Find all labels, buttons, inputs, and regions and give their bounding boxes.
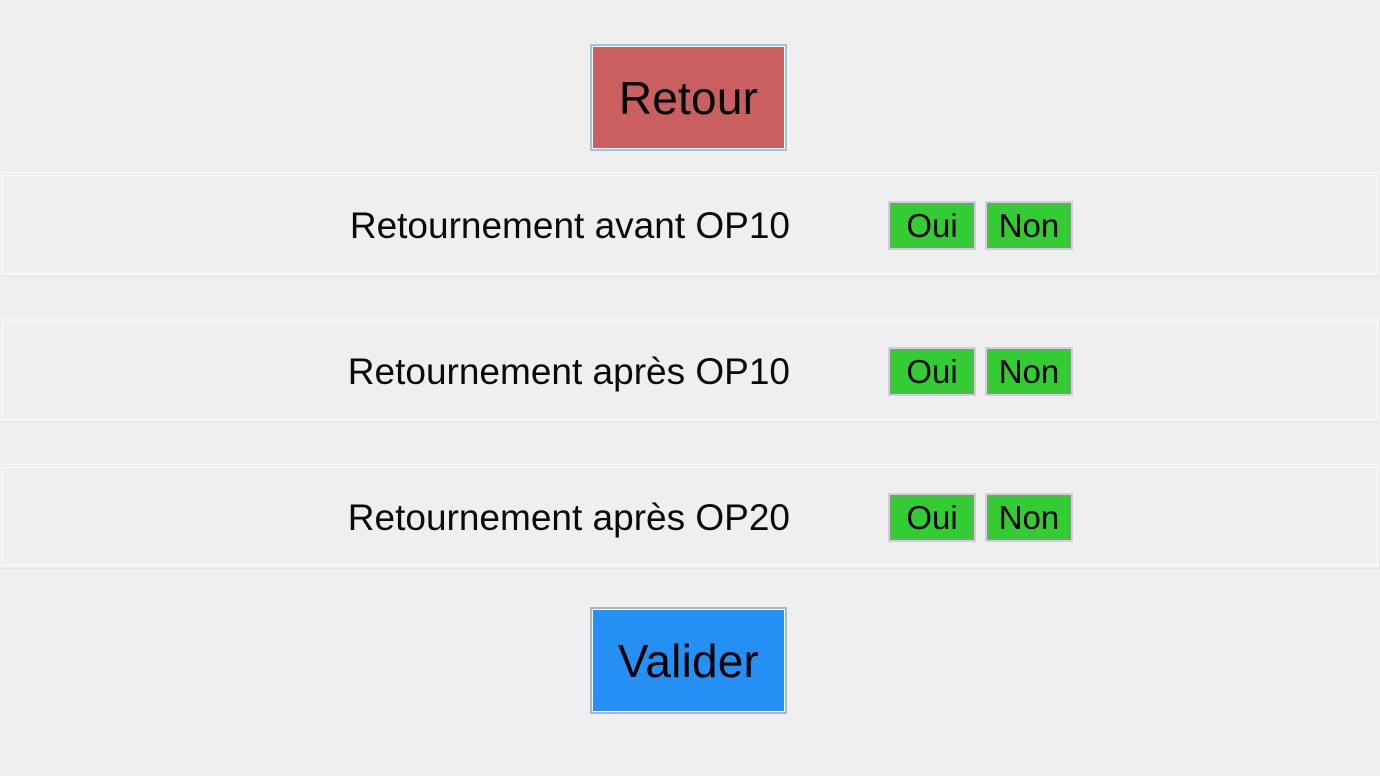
question-row: Retournement après OP20 Oui Non (0, 464, 1380, 569)
choice-button-non[interactable]: Non (985, 201, 1073, 250)
choice-button-oui[interactable]: Oui (888, 347, 976, 396)
footer-bar: Valider (0, 570, 1380, 776)
question-label: Retournement avant OP10 (349, 204, 790, 246)
question-choices: Oui Non (888, 465, 1073, 570)
question-row: Retournement après OP10 Oui Non (0, 318, 1380, 423)
choice-button-non[interactable]: Non (985, 493, 1073, 542)
question-label: Retournement après OP10 (347, 350, 790, 392)
question-choices: Oui Non (888, 319, 1073, 424)
question-choices: Oui Non (888, 173, 1073, 278)
question-label: Retournement après OP20 (347, 496, 790, 538)
validate-button[interactable]: Valider (590, 607, 787, 714)
choice-button-oui[interactable]: Oui (888, 201, 976, 250)
header-bar: Retour (0, 0, 1380, 170)
choice-button-non[interactable]: Non (985, 347, 1073, 396)
back-button[interactable]: Retour (590, 44, 787, 151)
choice-button-oui[interactable]: Oui (888, 493, 976, 542)
question-row: Retournement avant OP10 Oui Non (0, 172, 1380, 277)
